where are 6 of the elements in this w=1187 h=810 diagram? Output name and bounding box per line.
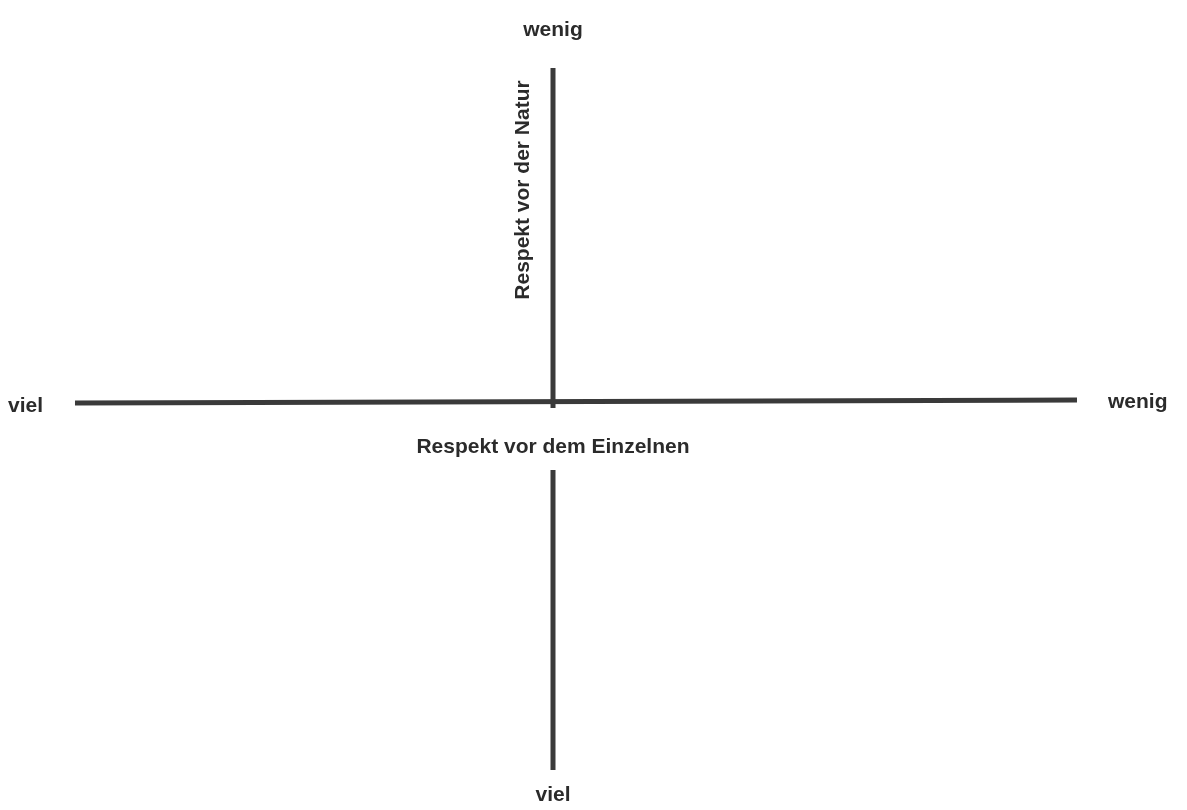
axis-end-label: viel <box>8 393 44 415</box>
axis-end-label: wenig <box>1108 389 1168 411</box>
axis-end-label: wenig <box>523 17 583 39</box>
axis-title: Respekt vor der Natur <box>510 80 532 300</box>
axis-end-label: viel <box>535 782 571 804</box>
axis-title: Respekt vor dem Einzelnen <box>416 434 690 456</box>
